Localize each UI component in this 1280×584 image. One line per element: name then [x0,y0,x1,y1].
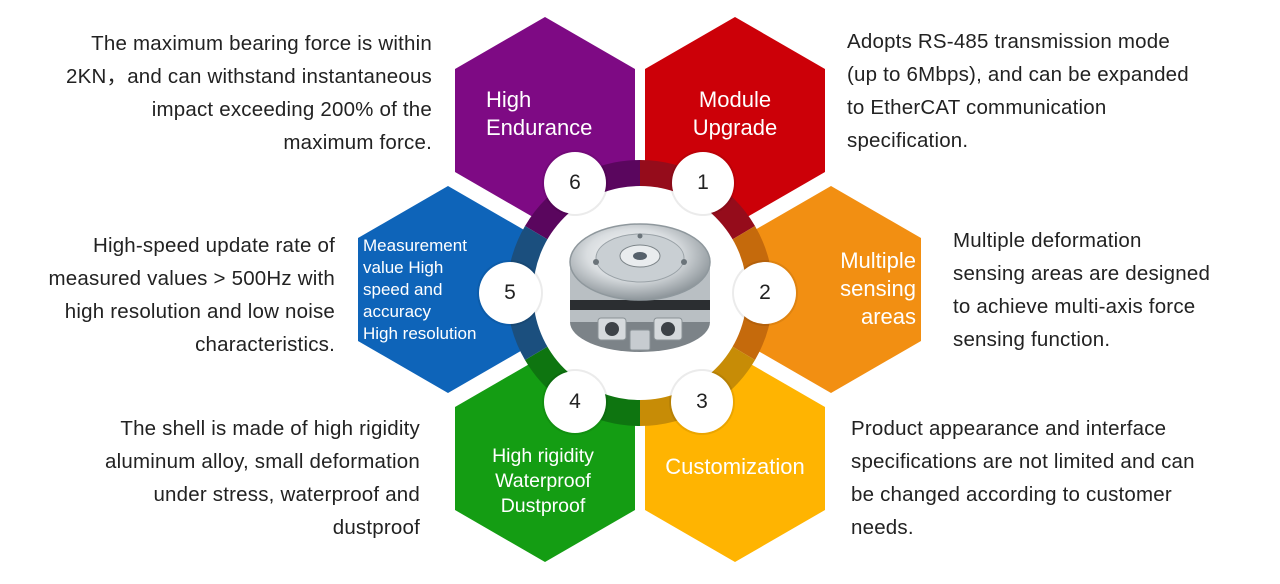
description-3: Product appearance and interface specifi… [851,417,1195,539]
hexagon-5-measurement [358,186,538,393]
description-4: The shell is made of high rigidity alumi… [105,417,420,539]
hexagon-title-3: Customization [665,454,805,479]
description-1: Adopts RS-485 transmission mode (up to 6… [847,30,1189,152]
badge-2: 2 [734,262,796,324]
badge-3: 3 [671,371,733,433]
description-5: High-speed update rate of measured value… [48,234,335,356]
badge-5: 5 [479,262,541,324]
hexagon-title-1: Module Upgrade [692,87,778,140]
hexagon-title-4: High rigidity Waterproof Dustproof [492,445,594,517]
badge-1: 1 [672,152,734,214]
hexagon-title-2: Multiple sensing areas [840,248,916,329]
badge-6: 6 [544,152,606,214]
hexagon-2-multiple-sensing [741,186,921,393]
description-2: Multiple deformation sensing areas are d… [953,229,1211,351]
description-6: The maximum bearing force is within 2KN，… [66,32,432,154]
load-cell-sensor-image [569,223,711,352]
hexagon-title-5: Measurement value High speed and accurac… [363,236,477,343]
hexagon-title-6: High Endurance [486,87,593,140]
badge-4: 4 [544,371,606,433]
